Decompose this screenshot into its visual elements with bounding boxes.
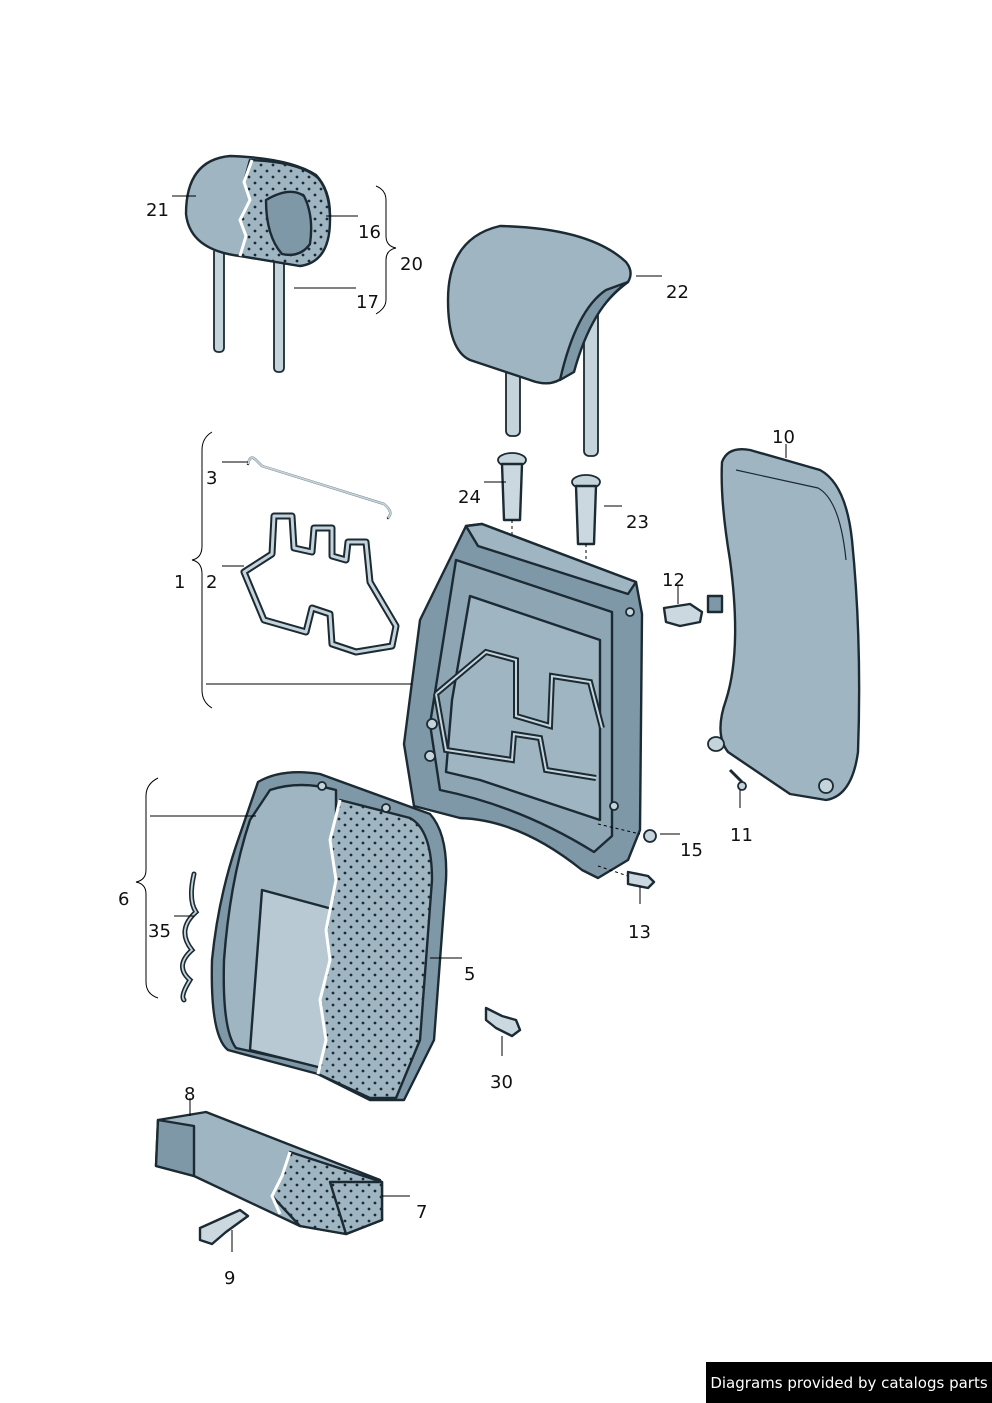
callout-15: 15 [680, 840, 703, 861]
callout-17: 17 [356, 292, 379, 313]
callout-1: 1 [174, 572, 185, 593]
callout-24: 24 [458, 487, 481, 508]
bolt-15 [597, 823, 657, 843]
bolt-13 [597, 865, 656, 890]
clip-9 [198, 1208, 250, 1246]
callout-8: 8 [184, 1084, 195, 1105]
callout-21: 21 [146, 200, 169, 221]
callout-6: 6 [118, 889, 129, 910]
callout-11: 11 [730, 825, 753, 846]
bolster-pad [154, 1110, 384, 1236]
callout-30: 30 [490, 1072, 513, 1093]
callout-9: 9 [224, 1268, 235, 1289]
wire-frame-2 [240, 512, 400, 656]
footer-credit: Diagrams provided by catalogs parts [706, 1362, 992, 1403]
backrest-frame [402, 522, 644, 880]
callout-12: 12 [662, 570, 685, 591]
callout-23: 23 [626, 512, 649, 533]
guide-sleeve-23 [571, 474, 601, 568]
callout-35: 35 [148, 921, 171, 942]
callout-7: 7 [416, 1202, 427, 1223]
headrest-small [184, 154, 332, 373]
wire-35 [180, 871, 200, 1003]
callout-3: 3 [206, 468, 217, 489]
bracket-20 [375, 185, 397, 315]
guide-sleeve-24 [497, 452, 527, 545]
bracket-6 [135, 777, 159, 999]
leader-lines [150, 195, 787, 1252]
bracket-1 [191, 431, 213, 709]
clip-30 [484, 1006, 522, 1038]
wire-3 [246, 456, 392, 520]
headrest-large [446, 224, 632, 457]
side-trim-panel [706, 448, 861, 802]
screw-11 [728, 768, 747, 791]
callout-20: 20 [400, 254, 423, 275]
callout-13: 13 [628, 922, 651, 943]
callout-5: 5 [464, 964, 475, 985]
clip-12 [662, 602, 704, 628]
callout-22: 22 [666, 282, 689, 303]
callout-16: 16 [358, 222, 381, 243]
backrest-cover [210, 771, 448, 1102]
callout-10: 10 [772, 427, 795, 448]
callout-2: 2 [206, 572, 217, 593]
